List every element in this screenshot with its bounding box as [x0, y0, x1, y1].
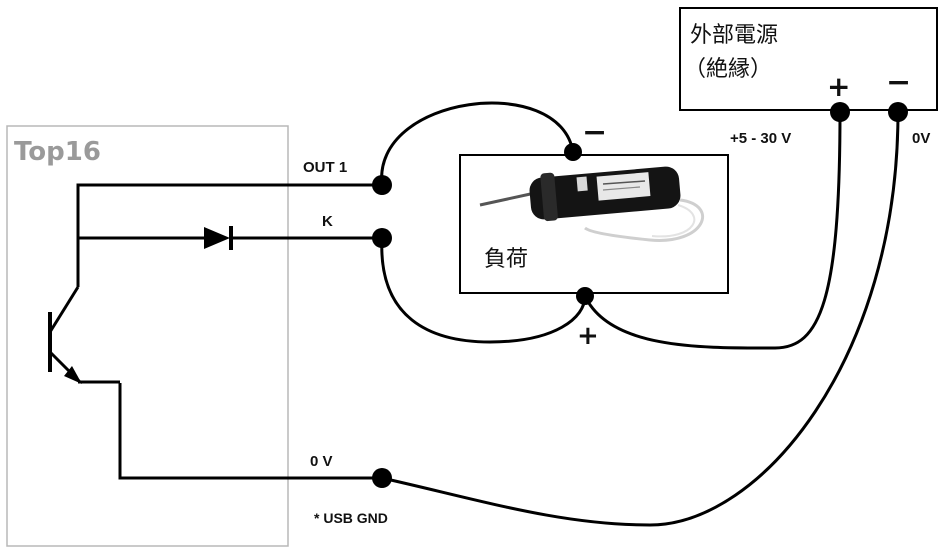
k-to-load-plus-wire — [380, 237, 587, 344]
power-supply-box — [679, 7, 938, 111]
load-minus-dot — [564, 143, 582, 161]
transistor-icon — [48, 286, 120, 384]
ground-to-supply-minus-wire — [381, 111, 900, 527]
power-supply-label-line1: 外部電源 — [690, 23, 778, 48]
supply-voltage-minus-label: 0V — [912, 130, 930, 147]
terminal-out1-dot — [372, 175, 392, 195]
supply-minus-dot — [888, 102, 908, 122]
solenoid-image — [479, 166, 704, 242]
internal-wiring — [76, 183, 382, 480]
supply-voltage-plus-label: +5 - 30 V — [730, 130, 791, 147]
supply-plus-sign: + — [827, 70, 850, 103]
terminal-k-dot — [372, 228, 392, 248]
load-plus-to-supply-plus-wire — [583, 111, 842, 350]
external-wiring — [380, 101, 900, 527]
terminal-0v-dot — [372, 468, 392, 488]
load-label: 負荷 — [484, 247, 528, 272]
load-plus-dot — [576, 287, 594, 305]
top16-module-box — [6, 125, 289, 547]
terminal-0v-label: 0 V — [310, 453, 333, 470]
load-minus-sign: − — [582, 115, 607, 150]
diode-icon — [204, 226, 233, 250]
supply-plus-dot — [830, 102, 850, 122]
power-supply-label-line2: （絶縁） — [684, 57, 772, 82]
collector-wire — [76, 183, 382, 287]
supply-minus-sign: − — [886, 65, 911, 100]
terminal-k-label: K — [322, 213, 333, 230]
usb-gnd-note: * USB GND — [314, 510, 388, 526]
emitter-wire — [118, 383, 382, 480]
load-plus-sign: + — [577, 321, 599, 351]
terminal-out1-label: OUT 1 — [303, 159, 347, 176]
out1-to-load-minus-wire — [380, 101, 575, 186]
terminal-dots — [372, 102, 908, 488]
top16-title: Top16 — [14, 137, 101, 167]
